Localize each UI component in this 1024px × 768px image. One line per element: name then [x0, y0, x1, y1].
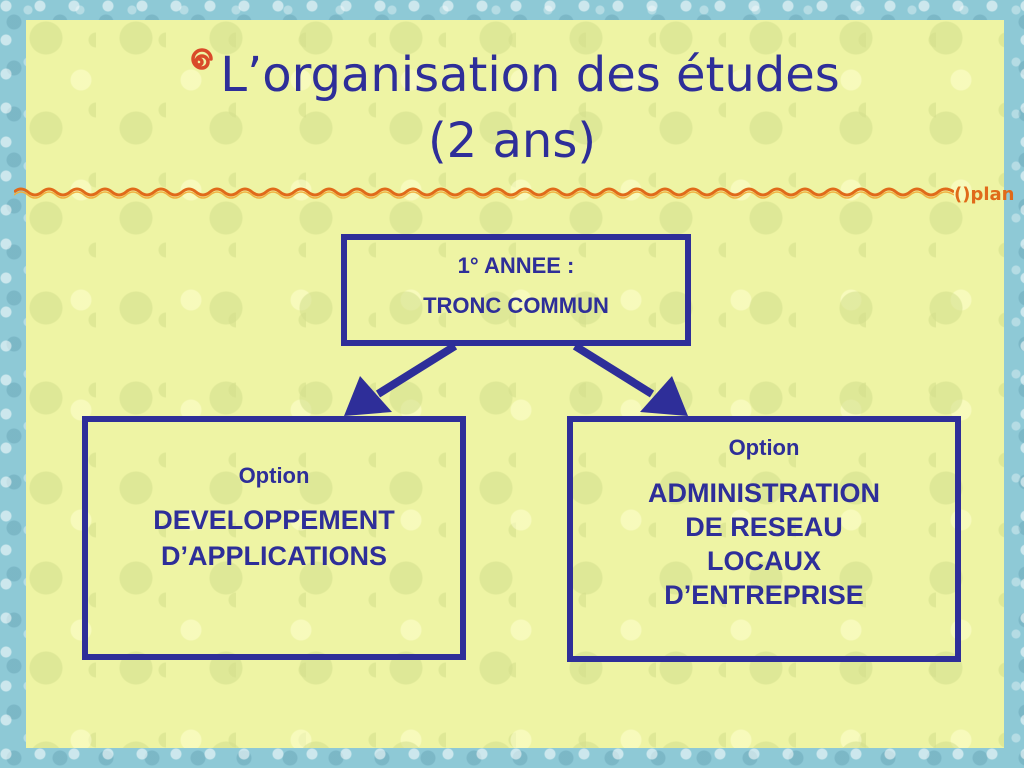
option-label-left: Option	[238, 463, 310, 488]
option-label-right: Option	[728, 435, 800, 460]
option-text-left: DEVELOPPEMENT D’APPLICATIONS	[153, 505, 395, 571]
slide-background	[26, 20, 1004, 748]
plan-link[interactable]: ()plan	[954, 184, 1024, 206]
option-text-right: ADMINISTRATION DE RESEAU LOCAUX D’ENTREP…	[648, 478, 880, 610]
title-line-1: L’organisation des études	[220, 47, 840, 103]
first-year-subtitle: TRONC COMMUN	[423, 293, 609, 318]
swirl-bullet-icon	[184, 28, 214, 70]
option-network-box: Option ADMINISTRATION DE RESEAU LOCAUX D…	[567, 416, 961, 662]
page-title: L’organisation des études (2 ans)	[0, 28, 1024, 174]
first-year-box: 1° ANNEE : TRONC COMMUN	[341, 234, 691, 346]
first-year-title: 1° ANNEE :	[457, 253, 575, 278]
wavy-divider	[14, 187, 954, 199]
plan-link-label: plan	[970, 184, 1015, 205]
title-line-2: (2 ans)	[427, 113, 597, 169]
plan-bullet-icon: ()	[954, 184, 971, 205]
option-development-box: Option DEVELOPPEMENT D’APPLICATIONS	[82, 416, 466, 660]
